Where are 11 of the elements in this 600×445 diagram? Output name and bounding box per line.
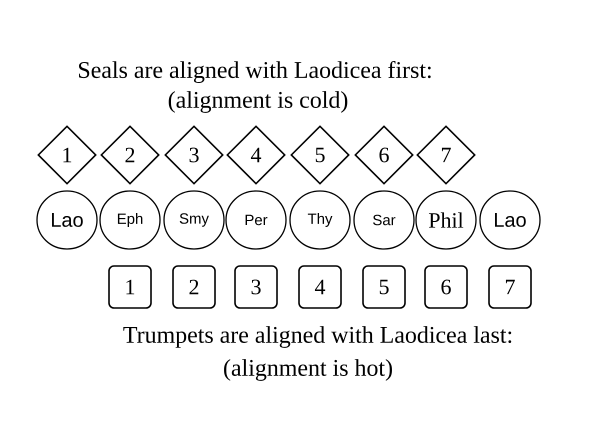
trumpet-square: 4 (298, 265, 342, 309)
heading: Seals are aligned with Laodicea first: (79, 61, 431, 83)
note: (alignment is hot) (224, 359, 392, 381)
trumpet-square: 7 (488, 265, 532, 309)
note: (alignment is cold) (168, 91, 348, 113)
trumpet-square: 6 (424, 265, 468, 309)
heading: Trumpets are aligned with Laodicea last: (123, 326, 512, 348)
trumpet-square: 2 (172, 265, 216, 309)
trumpet-square: 5 (362, 265, 406, 309)
trumpet-square: 3 (234, 265, 278, 309)
trumpet-square: 1 (108, 265, 152, 309)
